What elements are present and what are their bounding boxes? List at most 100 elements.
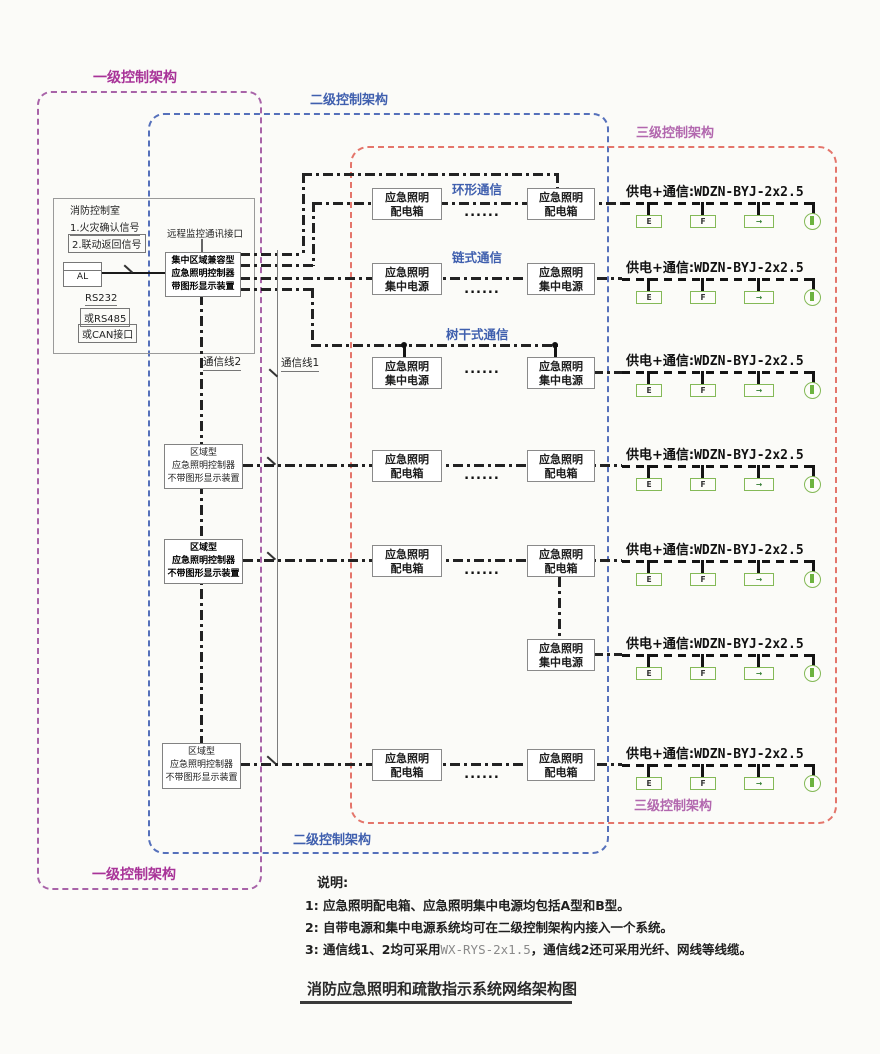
supply-bus-line	[622, 202, 814, 205]
exit-sign-e-icon: E	[636, 573, 662, 586]
dist-box-line1: 应急照明	[385, 752, 429, 765]
ellipsis-r2: ......	[464, 282, 500, 297]
fire-control-room-box	[53, 198, 255, 354]
fire-room-title: 消防控制室	[70, 206, 120, 217]
emergency-lamp-icon	[804, 665, 821, 682]
dist-box-line2: 配电箱	[390, 205, 424, 218]
supply-drop-2	[701, 560, 704, 573]
topology-ring-label: 环形通信	[452, 182, 503, 197]
supply-drop-1	[647, 371, 650, 384]
cps-box-r3-a: 应急照明 集中电源	[372, 357, 442, 389]
iface-rs485: 或RS485	[80, 308, 131, 327]
supply-bus-line	[622, 764, 814, 767]
ellipsis-r5: ......	[464, 563, 500, 578]
cps-box-line1: 应急照明	[539, 642, 583, 655]
supply-row-2: 供电+通信:WDZN-BYJ-2x2.5 E F →	[620, 257, 830, 306]
supply-row-6: 供电+通信:WDZN-BYJ-2x2.5 E F →	[620, 633, 830, 682]
cps-box-line2: 集中电源	[539, 280, 583, 293]
remote-port-label: 远程监控通讯接口	[167, 229, 244, 240]
supply-label-cn: 供电+通信:	[626, 637, 695, 652]
regional-line1: 区域型	[187, 747, 215, 757]
regional-line1: 区域型	[189, 543, 217, 553]
regional-line3: 不带图形显示装置	[167, 569, 240, 579]
supply-cable-label: 供电+通信:WDZN-BYJ-2x2.5	[626, 633, 804, 652]
note-3-pre: 3: 通信线1、2均可采用	[305, 942, 441, 957]
direction-sign-arrow-icon: →	[744, 777, 774, 790]
dist-box-line1: 应急照明	[539, 453, 583, 466]
supply-row-4: 供电+通信:WDZN-BYJ-2x2.5 E F →	[620, 444, 830, 493]
level1-frame	[37, 91, 262, 890]
central-controller-line1: 集中区域兼容型	[171, 256, 235, 266]
supply-drop-4	[812, 654, 815, 667]
dist-box-line2: 配电箱	[544, 766, 578, 779]
direction-sign-arrow-icon: →	[744, 667, 774, 680]
emergency-lamp-icon	[804, 382, 821, 399]
level3-label-top: 三级控制架构	[636, 126, 715, 141]
level2-label-top: 二级控制架构	[310, 93, 389, 108]
supply-bus-line	[622, 560, 814, 563]
central-controller-box: 集中区域兼容型 应急照明控制器 带图形显示装置	[165, 252, 241, 297]
supply-drop-3	[757, 278, 760, 291]
supply-drop-1	[647, 278, 650, 291]
regional-line3: 不带图形显示装置	[165, 773, 238, 783]
supply-drop-4	[812, 560, 815, 573]
dist-box-line2: 配电箱	[390, 766, 424, 779]
stub-ring-return	[240, 253, 303, 256]
iface-can: 或CAN接口	[78, 324, 138, 343]
exit-sign-e-icon: E	[636, 384, 662, 397]
supply-drop-4	[812, 371, 815, 384]
cps-box-r2-a: 应急照明 集中电源	[372, 263, 442, 295]
cps-box-line1: 应急照明	[385, 360, 429, 373]
exit-sign-e-icon: E	[636, 291, 662, 304]
dist-box-r7-b: 应急照明 配电箱	[527, 749, 595, 781]
supply-bus-line	[622, 654, 814, 657]
supply-drop-2	[701, 654, 704, 667]
dist-box-line1: 应急照明	[385, 548, 429, 561]
supply-drop-3	[757, 371, 760, 384]
level3-label-bottom: 三级控制架构	[634, 799, 713, 814]
cps-box-line2: 集中电源	[385, 280, 429, 293]
cps-box-line1: 应急照明	[385, 266, 429, 279]
ring-return-drop	[556, 173, 559, 189]
supply-drop-4	[812, 465, 815, 478]
exit-sign-f-icon: F	[690, 291, 716, 304]
direction-sign-arrow-icon: →	[744, 384, 774, 397]
supply-row-1: 供电+通信:WDZN-BYJ-2x2.5 E F →	[620, 181, 830, 230]
regional-controller-box-3: 区域型 应急照明控制器 不带图形显示装置	[162, 743, 241, 789]
iface-rs232: RS232	[85, 293, 118, 306]
emergency-lamp-icon	[804, 775, 821, 792]
row5-to-row6-drop	[558, 577, 561, 639]
level2-label-bottom: 二级控制架构	[293, 833, 372, 848]
central-controller-line2: 应急照明控制器	[171, 269, 235, 279]
supply-label-cn: 供电+通信:	[626, 261, 695, 276]
trunk-bus	[311, 344, 558, 347]
dist-box-r5-a: 应急照明 配电箱	[372, 545, 442, 577]
dist-box-line2: 配电箱	[544, 467, 578, 480]
dist-box-line2: 配电箱	[390, 467, 424, 480]
supply-drop-1	[647, 465, 650, 478]
dist-box-r1-a: 应急照明 配电箱	[372, 188, 442, 220]
supply-label-cn: 供电+通信:	[626, 354, 695, 369]
supply-label-cn: 供电+通信:	[626, 747, 695, 762]
exit-sign-f-icon: F	[690, 667, 716, 680]
supply-label-code: WDZN-BYJ-2x2.5	[694, 543, 804, 558]
level1-label-top: 一级控制架构	[93, 70, 177, 86]
r6-supply-connector	[593, 653, 622, 656]
exit-sign-e-icon: E	[636, 777, 662, 790]
supply-bus-line	[622, 465, 814, 468]
supply-row-3: 供电+通信:WDZN-BYJ-2x2.5 E F →	[620, 350, 830, 399]
level1-label-bottom: 一级控制架构	[92, 867, 176, 883]
supply-drop-1	[647, 764, 650, 777]
trunk-tap-dot-2	[552, 342, 558, 348]
title-underline	[300, 1001, 572, 1004]
supply-cable-label: 供电+通信:WDZN-BYJ-2x2.5	[626, 350, 804, 369]
trunk-riser	[311, 288, 314, 345]
supply-drop-3	[757, 654, 760, 667]
stub-trunk-feed	[240, 288, 313, 291]
cps-box-r3-b: 应急照明 集中电源	[527, 357, 595, 389]
supply-cable-label: 供电+通信:WDZN-BYJ-2x2.5	[626, 181, 804, 200]
dist-box-line1: 应急照明	[539, 752, 583, 765]
supply-drop-2	[701, 202, 704, 215]
supply-row-5: 供电+通信:WDZN-BYJ-2x2.5 E F →	[620, 539, 830, 588]
supply-cable-label: 供电+通信:WDZN-BYJ-2x2.5	[626, 444, 804, 463]
